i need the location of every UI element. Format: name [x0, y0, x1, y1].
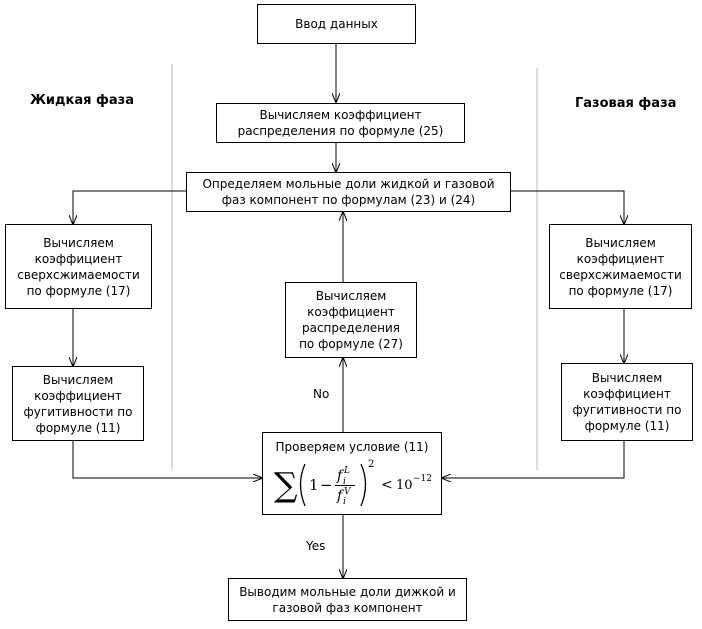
less-than: < — [381, 477, 393, 493]
numerator-sup-L: L — [343, 466, 350, 476]
distribution-25-text: Вычисляем коэффициент распределения по ф… — [237, 108, 444, 138]
denominator-sup-V: V — [344, 487, 352, 497]
yes-label: Yes — [306, 539, 326, 553]
edge-molar-z-left — [73, 190, 186, 224]
formula-minus: − — [320, 476, 333, 494]
right-paren — [360, 463, 367, 507]
compressibility-left-text: Вычисляем коэффициент сверхсжимаемости п… — [17, 235, 140, 298]
distribution-25-box: Вычисляем коэффициент распределения по ф… — [216, 103, 465, 143]
power-two: 2 — [368, 459, 374, 470]
numerator-f: f — [336, 468, 345, 484]
molar-fractions-text: Определяем мольные доли жидкой и газовой… — [202, 177, 495, 207]
exponent: −12 — [413, 474, 432, 484]
compressibility-right-text: Вычисляем коэффициент сверхсжимаемости п… — [559, 235, 682, 298]
compressibility-right-box: Вычисляем коэффициент сверхсжимаемости п… — [549, 224, 692, 309]
input-box-text: Ввод данных — [295, 17, 378, 31]
input-box: Ввод данных — [257, 4, 416, 44]
edge-f-left-condition — [72, 441, 262, 478]
formula-one: 1 — [309, 476, 319, 494]
fugacity-left-box: Вычисляем коэффициент фугитивности по фо… — [12, 366, 144, 441]
denominator-f: f — [336, 488, 345, 504]
liquid-phase-label: Жидкая фаза — [30, 93, 134, 108]
compressibility-left-box: Вычисляем коэффициент сверхсжимаемости п… — [5, 224, 152, 309]
molar-fractions-box: Определяем мольные доли жидкой и газовой… — [186, 172, 511, 212]
condition-box: Проверяем условие (11) ∑ 1 − f i L f i V… — [262, 432, 442, 515]
edge-f-right-condition — [442, 441, 625, 478]
condition-title: Проверяем условие (11) — [275, 440, 429, 454]
fugacity-left-text: Вычисляем коэффициент фугитивности по фо… — [23, 372, 133, 435]
denominator-sub-i: i — [343, 497, 346, 507]
output-box: Выводим мольные доли дижкой и газовой фа… — [228, 578, 467, 621]
output-box-text: Выводим мольные доли дижкой и газовой фа… — [239, 584, 456, 615]
fugacity-right-text: Вычисляем коэффициент фугитивности по фо… — [572, 371, 682, 433]
distribution-27-text: Вычисляем коэффициент распределения по ф… — [299, 289, 403, 351]
no-label: No — [313, 387, 330, 401]
fugacity-right-box: Вычисляем коэффициент фугитивности по фо… — [561, 363, 693, 441]
edge-molar-z-right — [511, 190, 624, 224]
gas-phase-label: Газовая фаза — [575, 96, 677, 111]
convergence-formula: ∑ 1 − f i L f i V 2 < 10 −12 — [274, 459, 432, 507]
ten: 10 — [396, 478, 413, 493]
left-paren — [299, 463, 306, 507]
numerator-sub-i: i — [343, 477, 346, 487]
distribution-27-box: Вычисляем коэффициент распределения по ф… — [285, 282, 417, 358]
sum-symbol: ∑ — [274, 465, 298, 504]
